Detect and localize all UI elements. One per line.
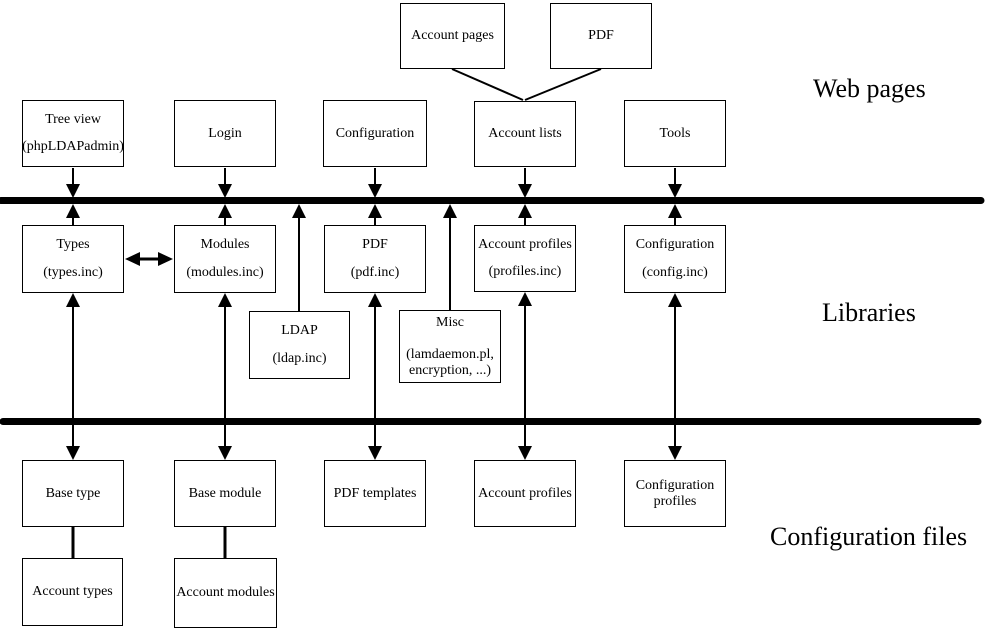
box-label: Modules xyxy=(200,237,250,253)
box-login: Login xyxy=(174,100,276,167)
box-label: Configuration xyxy=(635,477,715,493)
box-pdf-templates: PDF templates xyxy=(324,460,426,527)
box-label: Account pages xyxy=(411,28,494,43)
box-account-types: Account types xyxy=(22,558,123,626)
box-account-lists: Account lists xyxy=(474,101,576,167)
edge-account-pages-account-lists xyxy=(451,68,524,101)
box-label: Base module xyxy=(188,485,262,501)
box-account-pages: Account pages xyxy=(400,3,505,69)
box-sublabel: (ldap.inc) xyxy=(272,350,327,366)
box-sublabel: (types.inc) xyxy=(43,264,103,280)
box-configuration-page: Configuration xyxy=(323,100,427,167)
box-label: Account profiles xyxy=(478,237,572,252)
box-configuration-lib: Configuration (config.inc) xyxy=(624,225,726,293)
box-account-modules: Account modules xyxy=(174,558,277,628)
section-label-configuration-files: Configuration files xyxy=(770,522,968,551)
box-base-type: Base type xyxy=(22,460,124,527)
box-label: PDF templates xyxy=(333,485,417,501)
box-base-module: Base module xyxy=(174,460,276,527)
box-label: Configuration xyxy=(335,125,415,141)
box-sublabel: (config.inc) xyxy=(642,264,708,280)
box-misc: Misc (lamdaemon.pl, encryption, ...) xyxy=(399,310,501,383)
box-ldap: LDAP (ldap.inc) xyxy=(249,311,350,379)
box-sublabel: (phpLDAPadmin) xyxy=(22,139,124,154)
box-modules: Modules (modules.inc) xyxy=(174,225,276,293)
box-label: Account profiles xyxy=(478,485,572,501)
box-tools: Tools xyxy=(624,100,726,167)
box-label: Base type xyxy=(45,485,101,501)
edge-pdf-account-lists xyxy=(524,68,602,101)
box-sublabel: (modules.inc) xyxy=(186,264,264,280)
box-sublabel: encryption, ...) xyxy=(408,363,492,378)
box-sublabel: (lamdaemon.pl, xyxy=(406,347,494,362)
box-sublabel: profiles xyxy=(653,493,697,509)
box-label: Types xyxy=(56,237,90,253)
box-types: Types (types.inc) xyxy=(22,225,124,293)
box-pdf-lib: PDF (pdf.inc) xyxy=(324,225,426,293)
box-account-profiles-cfg: Account profiles xyxy=(474,460,576,527)
box-sublabel: (profiles.inc) xyxy=(488,264,562,279)
box-tree-view: Tree view (phpLDAPadmin) xyxy=(22,100,124,167)
section-label-libraries: Libraries xyxy=(822,298,916,327)
box-configuration-profiles: Configuration profiles xyxy=(624,460,726,527)
box-label: Account types xyxy=(32,584,113,599)
box-account-profiles-lib: Account profiles (profiles.inc) xyxy=(474,225,576,292)
box-label: Account lists xyxy=(488,126,562,141)
box-label: Account modules xyxy=(176,585,275,600)
box-label: LDAP xyxy=(281,323,318,339)
box-pdf-page: PDF xyxy=(550,3,652,69)
box-sublabel: (pdf.inc) xyxy=(350,264,400,280)
box-label: Login xyxy=(208,125,242,141)
box-label: PDF xyxy=(362,237,388,253)
box-label: Tools xyxy=(659,125,691,141)
box-label: Misc xyxy=(436,315,464,330)
section-label-web-pages: Web pages xyxy=(813,74,926,103)
box-label: Tree view xyxy=(45,112,101,127)
box-label: PDF xyxy=(588,28,614,43)
box-label: Configuration xyxy=(635,237,715,253)
